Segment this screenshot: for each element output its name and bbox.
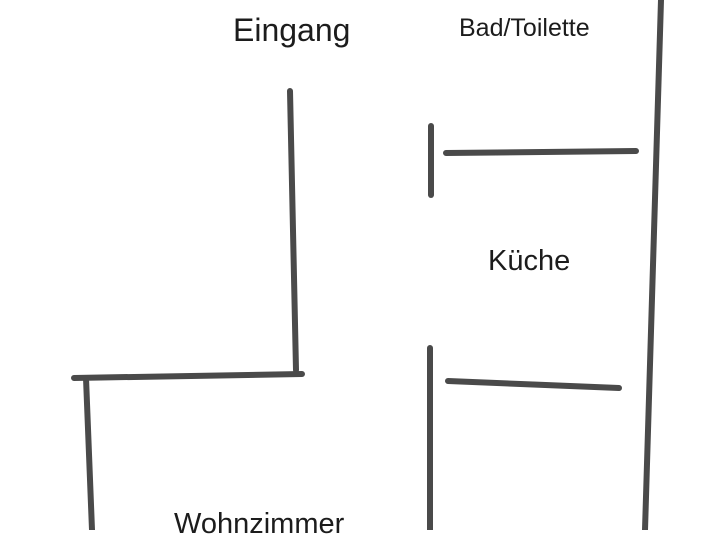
room-label-kitchen: Küche: [488, 245, 571, 277]
wall-living-left: [83, 375, 95, 530]
wall-kitchen-bottom: [445, 378, 622, 391]
wall-living-top: [71, 371, 305, 381]
wall-outer-right: [642, 0, 664, 530]
wall-entrance-right: [287, 88, 299, 373]
wall-bathroom-bottom: [443, 148, 639, 156]
room-label-bathroom: Bad/Toilette: [459, 14, 590, 42]
room-label-living-room: Wohnzimmer: [174, 508, 345, 540]
room-label-entrance: Eingang: [233, 12, 351, 48]
